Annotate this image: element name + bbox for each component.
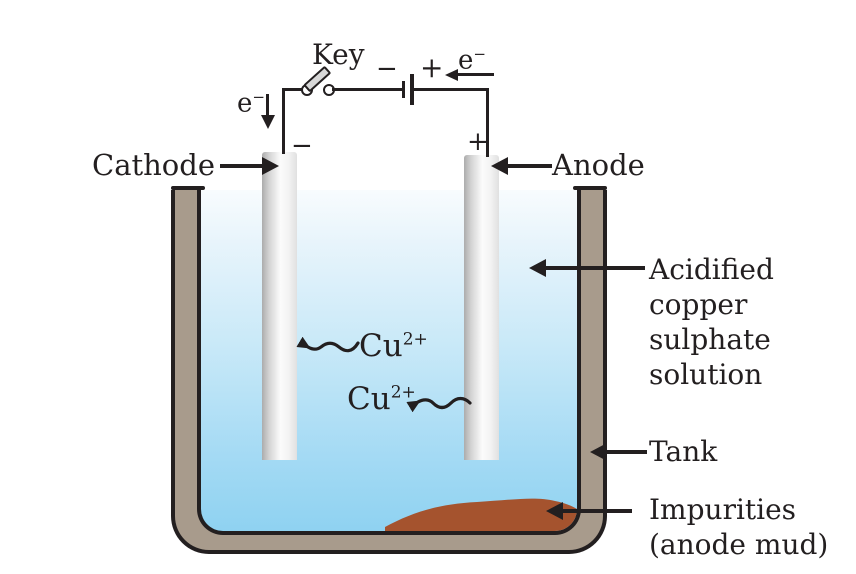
tank-rim-left [171, 186, 205, 190]
battery-plus-sign: + [420, 51, 444, 84]
cathode-label: Cathode [92, 148, 215, 182]
tank-label: Tank [649, 435, 718, 468]
cu-ion-wavy-arrow-left [296, 336, 360, 353]
impurities-arrow-head [546, 502, 563, 520]
cathode-arrow-shaft [220, 164, 264, 168]
tank-arrow-shaft [604, 450, 647, 454]
battery-negative-plate [402, 81, 405, 98]
electron-arrow-left-head [445, 69, 458, 81]
cu-ion-label-1: Cu2+ [359, 328, 428, 364]
tank-arrow-head [590, 443, 607, 461]
cu-ion-wavy-arrow-right [406, 396, 472, 413]
impurities-arrow-shaft [560, 509, 632, 513]
tank-body [171, 190, 607, 554]
tank-rim-right [573, 186, 607, 190]
electron-arrow-right-shaft [457, 73, 494, 76]
wire-cathode-vertical [282, 89, 285, 154]
cu-ion-label-2: Cu2+ [347, 381, 416, 417]
solution-label: Acidified copper sulphate solution [649, 253, 774, 391]
anode-electrode [464, 155, 499, 460]
copper-sulphate-solution [197, 190, 581, 535]
solution-arrow-shaft [544, 266, 645, 270]
battery-minus-sign: − [376, 54, 398, 84]
anode-arrow-shaft [506, 164, 552, 168]
wire-to-switch [282, 88, 306, 91]
battery-positive-plate [410, 74, 414, 105]
electron-label-left: e− [237, 88, 266, 119]
cathode-minus-sign: − [291, 131, 313, 161]
electron-arrow-left-shaft [266, 94, 269, 117]
wire-anode-vertical [486, 89, 489, 157]
key-label: Key [312, 38, 365, 71]
anode-label: Anode [552, 148, 645, 182]
cathode-arrow-head [262, 157, 279, 175]
impurities-label: Impurities (anode mud) [649, 493, 829, 561]
wire-battery-to-anode [414, 88, 489, 91]
electron-arrow-down-head [261, 115, 275, 129]
wire-switch-to-battery [332, 88, 402, 91]
anode-plus-sign: + [467, 127, 489, 157]
impurities-mound [385, 498, 577, 531]
electron-label-right: e− [458, 45, 487, 76]
solution-arrow-head [529, 259, 546, 277]
anode-arrow-head [491, 157, 508, 175]
cathode-electrode [262, 152, 297, 460]
